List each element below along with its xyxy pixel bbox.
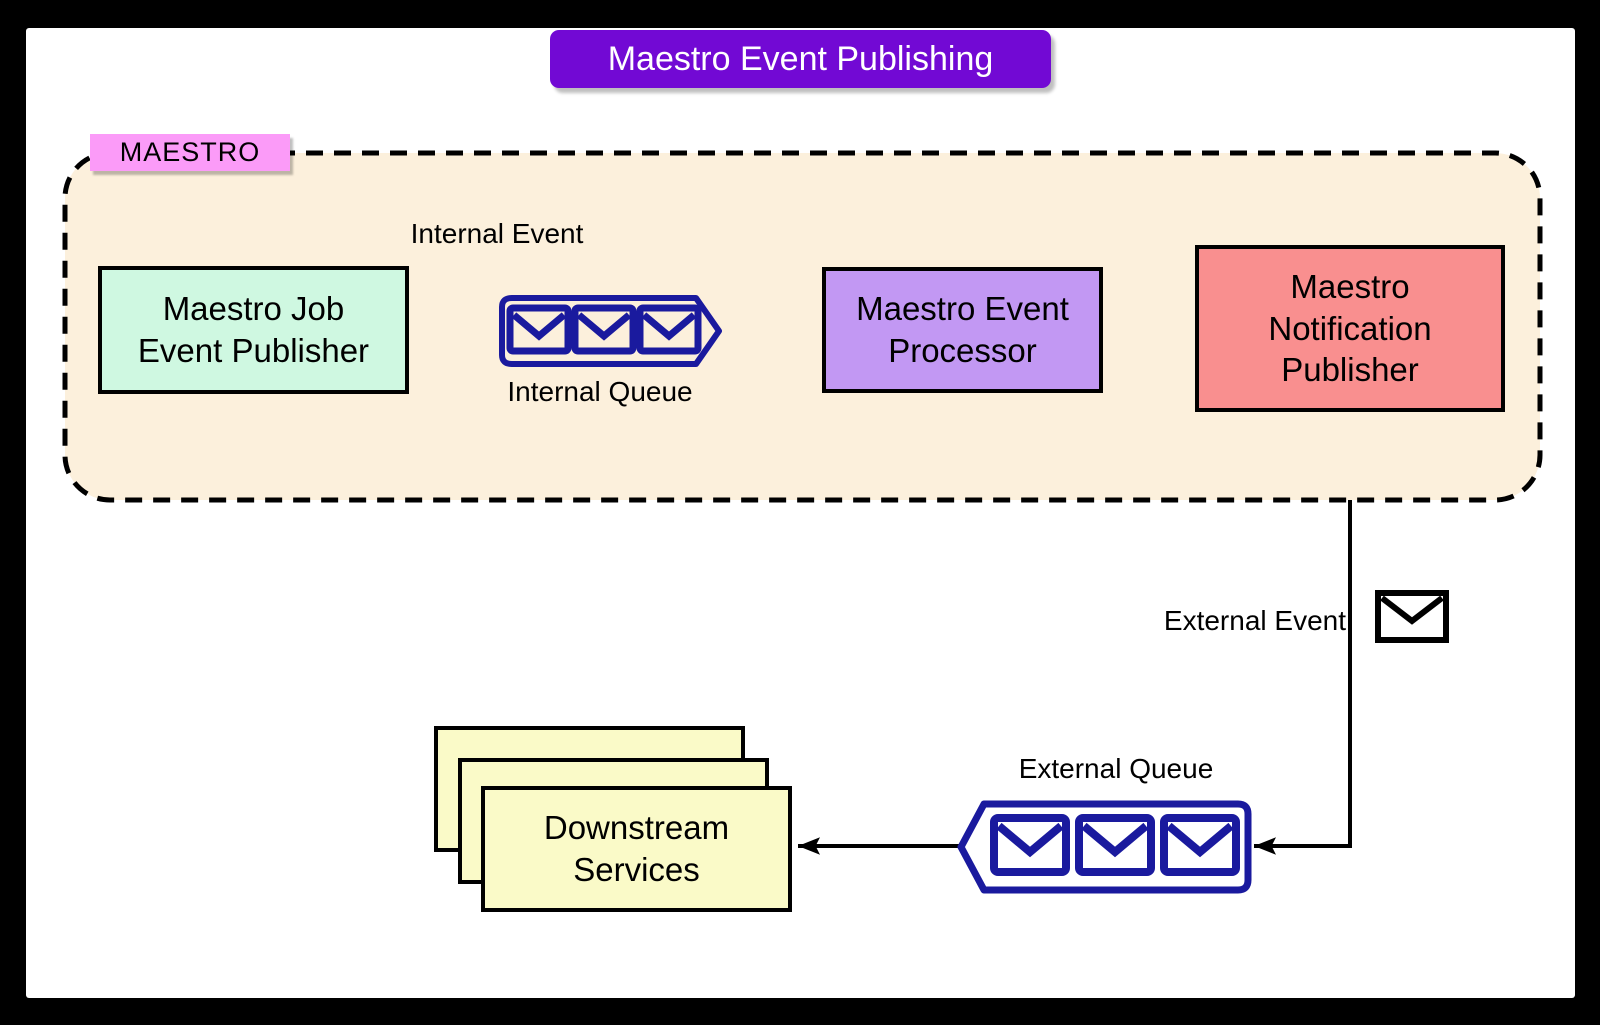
external-queue-label: External Queue	[1018, 753, 1214, 784]
envelope-icon	[1160, 814, 1240, 876]
node-downstream-services: Downstream Services	[481, 786, 792, 912]
envelope-icon	[1375, 590, 1449, 643]
internal-queue-outline	[499, 295, 722, 367]
diagram-canvas: Maestro Event Publishing MAESTRO Maestro…	[26, 28, 1575, 998]
envelope-icon	[1075, 814, 1155, 876]
envelope-icon	[636, 304, 702, 355]
node-maestro-job-event-publisher: Maestro Job Event Publisher	[98, 266, 409, 394]
internal-event-label: Internal Event	[410, 218, 584, 249]
envelope-icon	[506, 304, 572, 355]
internal-queue-label: Internal Queue	[507, 376, 693, 407]
external-queue	[957, 800, 1252, 894]
maestro-group-label: MAESTRO	[90, 134, 290, 171]
page-title: Maestro Event Publishing	[550, 30, 1051, 88]
envelope-icon	[990, 814, 1070, 876]
internal-queue	[499, 295, 722, 367]
node-maestro-event-processor: Maestro Event Processor	[822, 267, 1103, 393]
arrow-notification-publisher-to-external-queue	[1254, 412, 1352, 855]
envelope-icon	[571, 304, 637, 355]
node-maestro-notification-publisher: Maestro Notification Publisher	[1195, 245, 1505, 412]
external-event-label: External Event	[1163, 605, 1346, 636]
